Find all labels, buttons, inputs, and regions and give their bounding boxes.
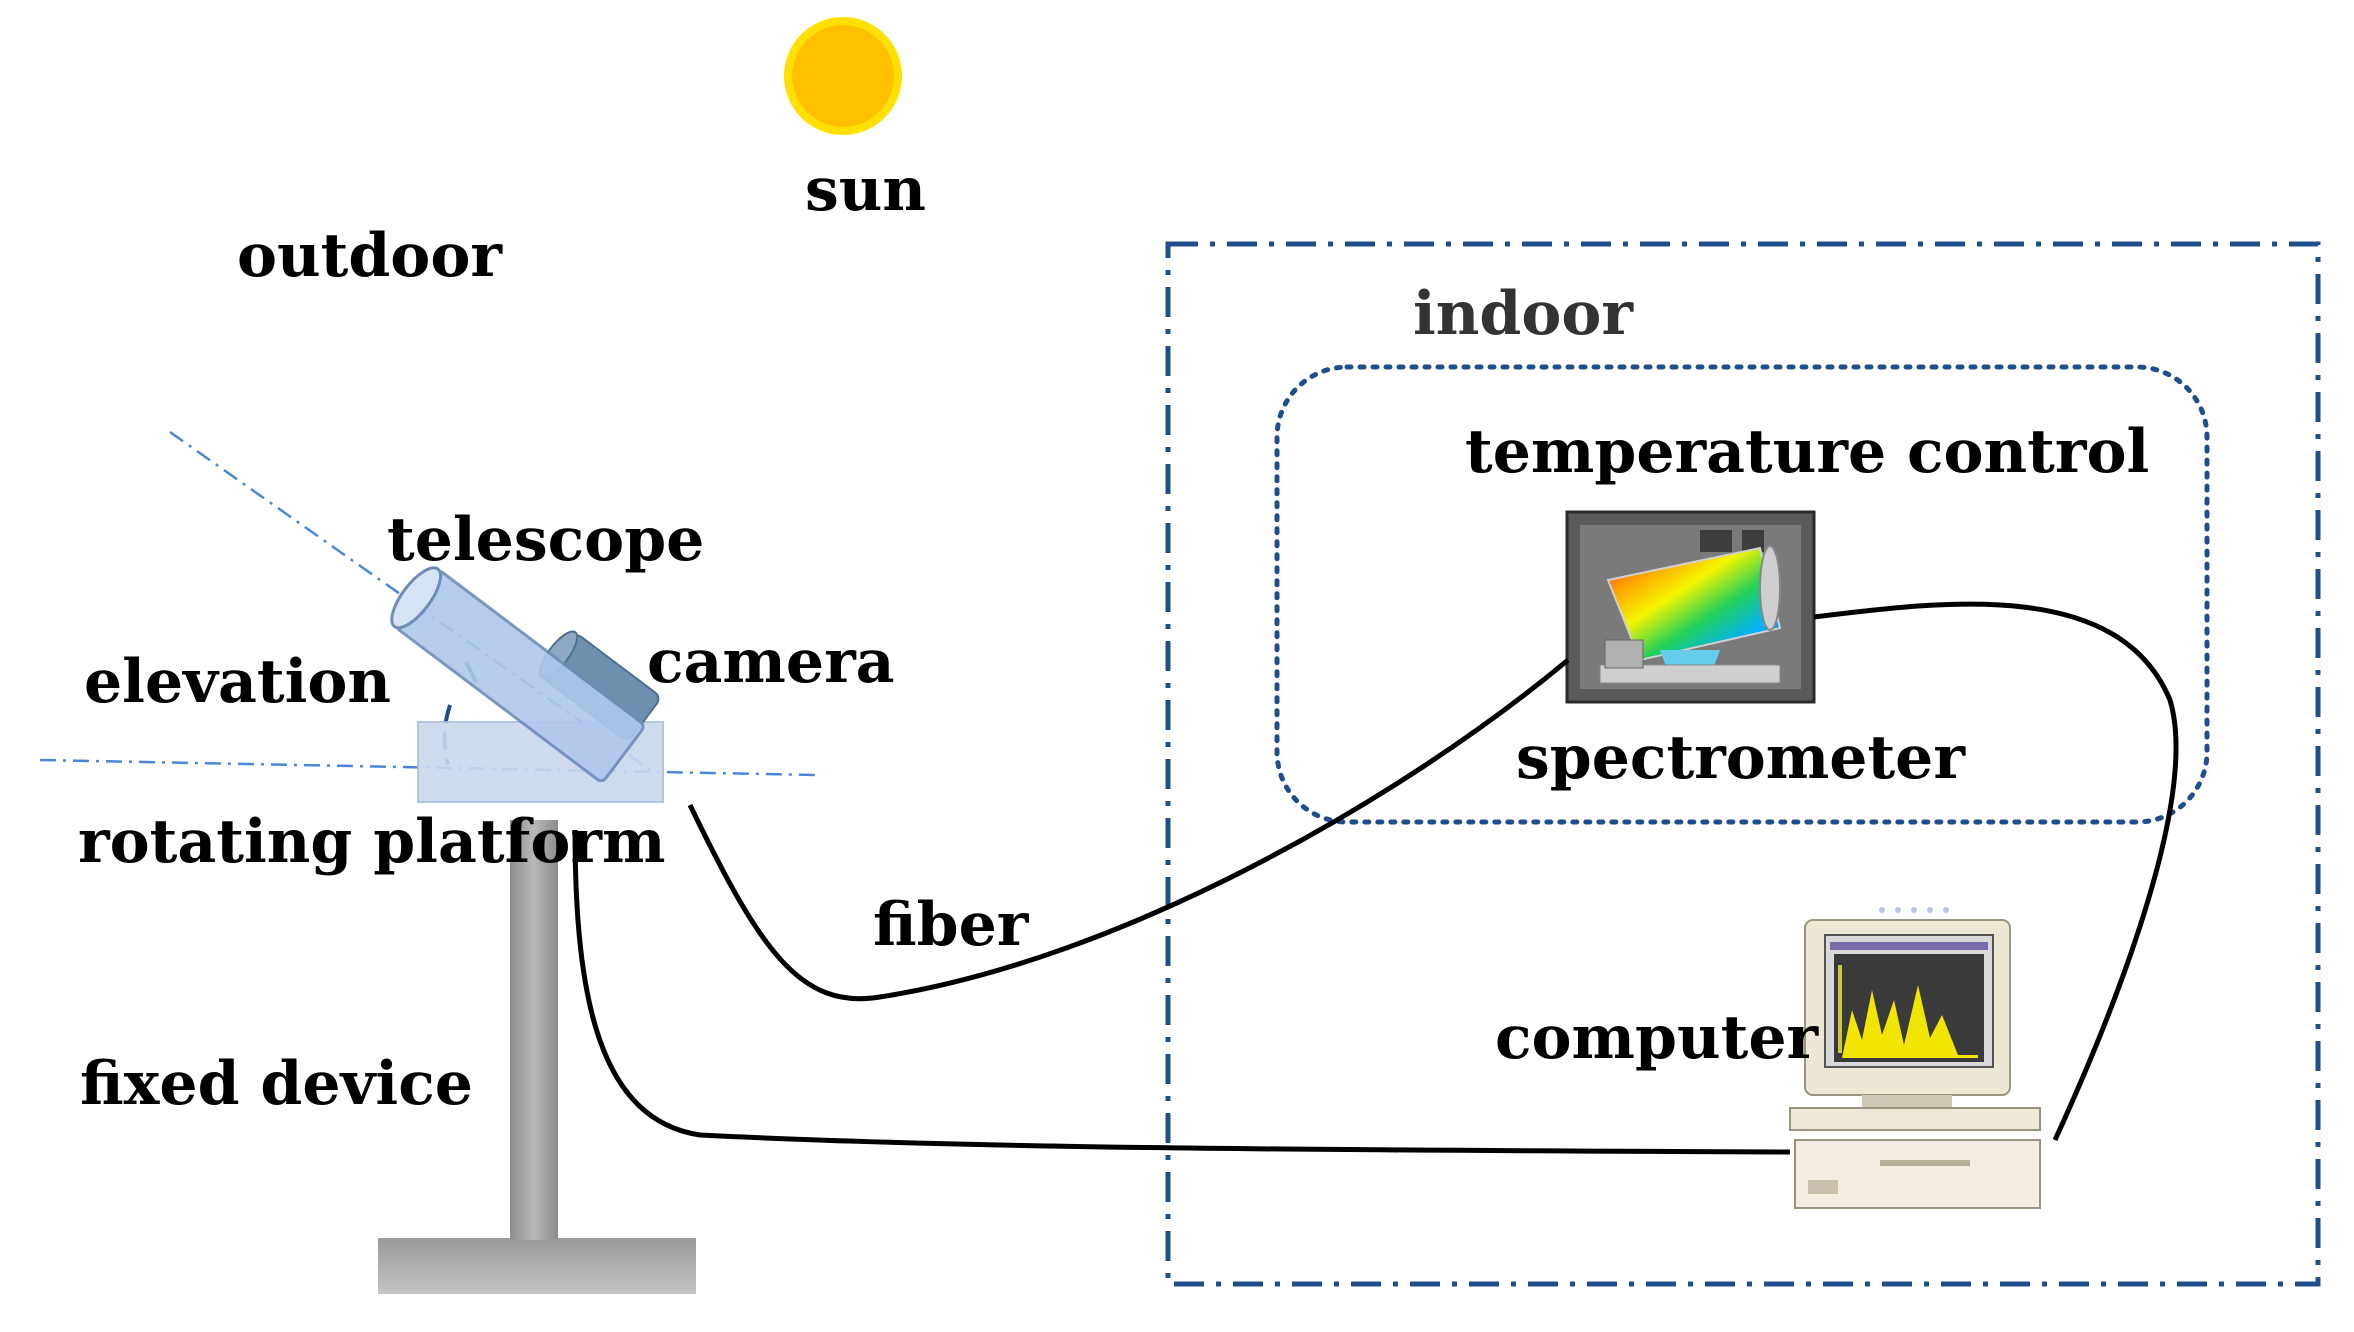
telescope-label: telescope bbox=[387, 505, 705, 575]
spectrometer-to-computer-cable bbox=[1813, 601, 2179, 1142]
temperature-control-region bbox=[1274, 364, 2210, 825]
camera-label: camera bbox=[647, 627, 895, 697]
fixed-device-pole bbox=[510, 820, 558, 1240]
indoor-label: indoor bbox=[1413, 279, 1634, 349]
fixed-device-base bbox=[378, 1238, 696, 1294]
sun-icon bbox=[784, 17, 902, 135]
spectrometer-icon bbox=[1565, 510, 1816, 704]
fiber-cable bbox=[687, 658, 1570, 1002]
temperature-control-label: temperature control bbox=[1465, 417, 2150, 487]
outdoor-label: outdoor bbox=[237, 221, 502, 291]
elevation-label: elevation bbox=[84, 647, 392, 717]
spectrometer-label: spectrometer bbox=[1516, 723, 1965, 793]
rotating-platform-label: rotating platform bbox=[78, 807, 666, 877]
platform-to-computer-cable bbox=[572, 829, 1791, 1155]
computer-icon bbox=[1789, 907, 2041, 1209]
sun-label: sun bbox=[805, 155, 927, 225]
computer-label: computer bbox=[1495, 1003, 1819, 1073]
telescope-icon bbox=[390, 566, 645, 783]
fixed-device-label: fixed device bbox=[80, 1049, 473, 1119]
indoor-boundary bbox=[1165, 241, 2321, 1287]
fiber-label: fiber bbox=[873, 890, 1029, 960]
